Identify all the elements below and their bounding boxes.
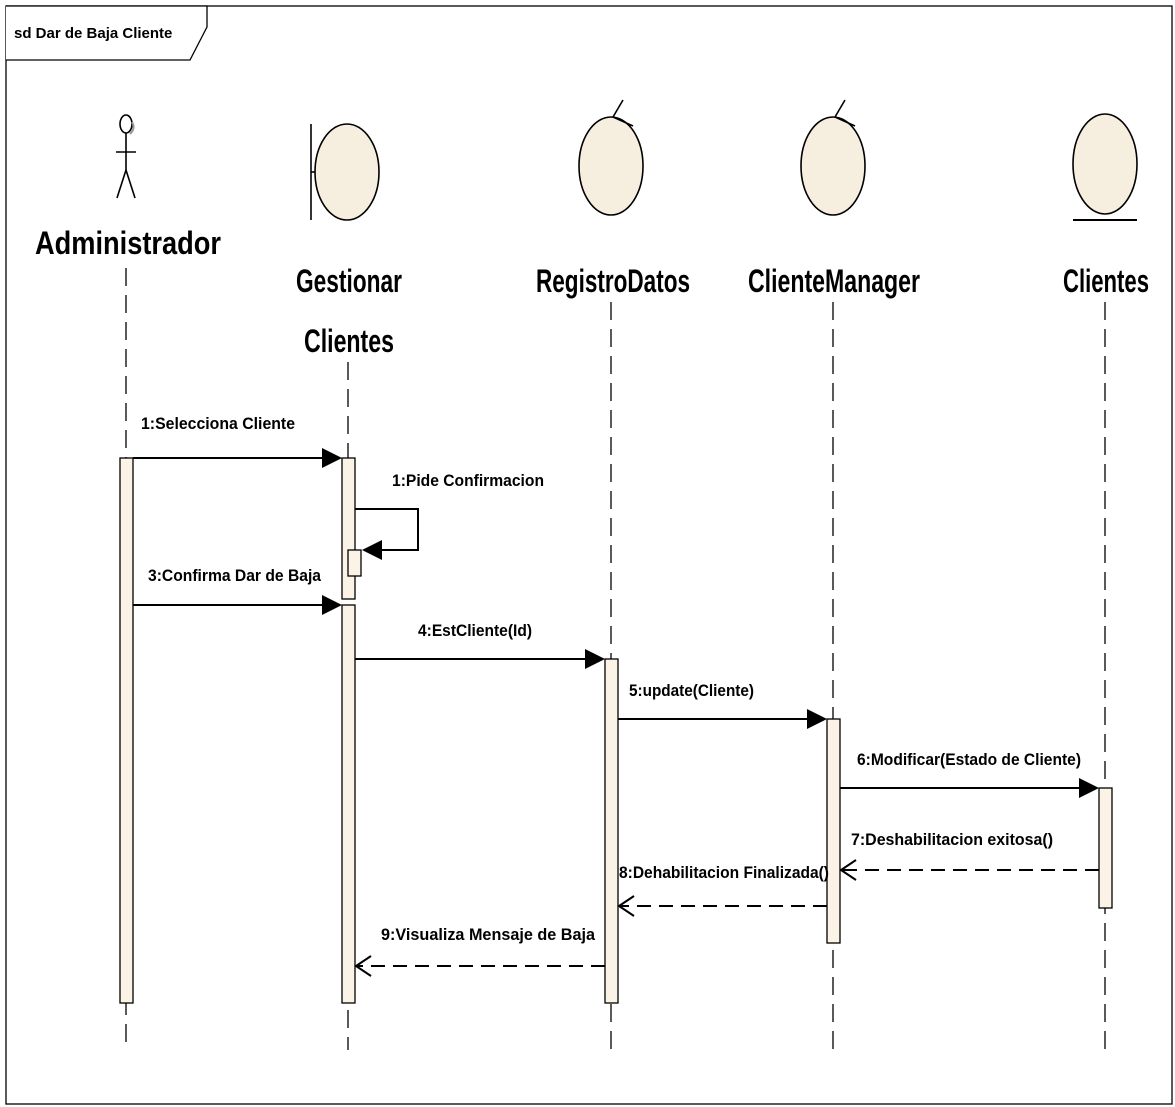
filled-arrowhead	[807, 709, 827, 729]
filled-arrowhead	[585, 649, 605, 669]
message-label-1: 1:Selecciona Cliente	[141, 414, 295, 433]
message-self-call	[355, 508, 419, 560]
participant-label-registro-datos: RegistroDatos	[536, 263, 690, 299]
filled-arrowhead	[322, 595, 342, 615]
frame-title: sd Dar de Baja Cliente	[14, 25, 172, 42]
message-label-7: 7:Deshabilitacion exitosa()	[851, 830, 1053, 849]
message-7-return	[839, 859, 1099, 881]
message-label-5: 5:update(Cliente)	[629, 681, 754, 700]
open-arrowhead	[354, 955, 372, 977]
participant-label-clientes-line2: Clientes	[304, 323, 394, 359]
control-icon	[578, 99, 644, 216]
activation-bar	[119, 457, 134, 1004]
message-label-8: 8:Dehabilitacion Finalizada()	[619, 863, 829, 882]
activation-bar	[341, 604, 356, 1004]
message-label-2: 1:Pide Confirmacion	[392, 471, 544, 490]
message-4	[355, 649, 605, 669]
activation-bar	[347, 549, 362, 577]
filled-arrowhead	[362, 540, 382, 560]
message-5	[618, 709, 827, 729]
participant-label-clientes: Clientes	[1063, 263, 1149, 299]
control-icon	[800, 99, 866, 216]
message-1	[133, 448, 342, 468]
entity-icon	[1072, 113, 1138, 221]
activation-bar	[604, 658, 619, 1004]
frame-title-tag	[6, 5, 208, 61]
activation-bar	[826, 718, 841, 944]
participant-label-cliente-manager: ClienteManager	[748, 263, 920, 299]
message-label-9: 9:Visualiza Mensaje de Baja	[381, 925, 596, 944]
message-label-6: 6:Modificar(Estado de Cliente)	[857, 750, 1081, 769]
participant-label-gestionar: Gestionar	[296, 263, 402, 299]
filled-arrowhead	[1079, 778, 1099, 798]
message-6	[840, 778, 1099, 798]
participant-label-administrador: Administrador	[35, 225, 221, 261]
message-label-3: 3:Confirma Dar de Baja	[148, 566, 321, 585]
activation-bar	[341, 457, 356, 600]
message-8-return	[617, 895, 827, 917]
message-9-return	[354, 955, 605, 977]
filled-arrowhead	[322, 448, 342, 468]
actor-icon	[116, 114, 136, 199]
message-3	[133, 595, 342, 615]
boundary-icon	[310, 123, 380, 221]
message-label-4: 4:EstCliente(Id)	[418, 621, 532, 640]
open-arrowhead	[617, 895, 635, 917]
activation-bar	[1098, 787, 1113, 909]
open-arrowhead	[839, 859, 857, 881]
